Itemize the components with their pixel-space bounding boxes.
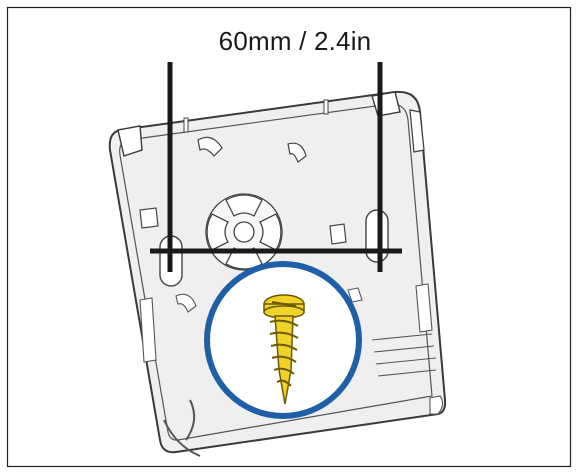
center-knockout xyxy=(205,193,283,271)
right-mount-slot xyxy=(365,209,389,263)
screw-icon xyxy=(263,294,305,405)
dimension-label: 60mm / 2.4in xyxy=(218,26,372,56)
screw-detail xyxy=(204,261,362,419)
dimension-lines xyxy=(150,62,402,272)
